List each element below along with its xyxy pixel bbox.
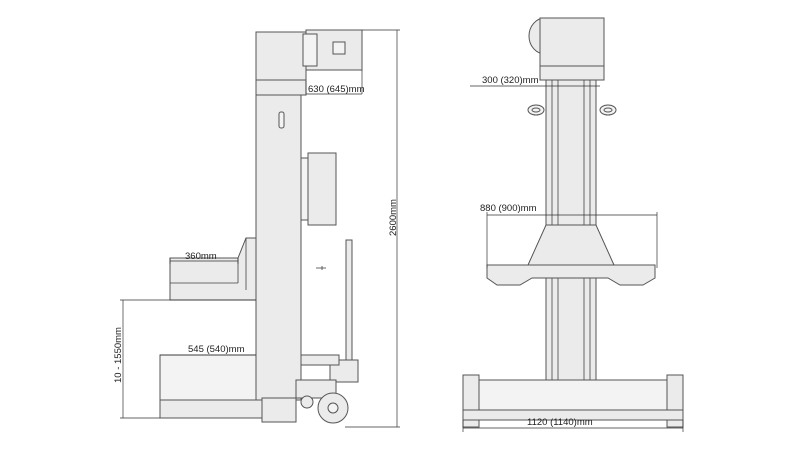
total-height-label: 2600mm bbox=[388, 199, 399, 236]
top-housing-side bbox=[255, 31, 307, 81]
motor-flange bbox=[302, 33, 318, 67]
handle-slot bbox=[278, 111, 285, 129]
small-wheel bbox=[300, 395, 314, 409]
wheel-housing bbox=[261, 397, 297, 423]
pump-body bbox=[295, 379, 337, 399]
motor-terminal-box bbox=[332, 41, 346, 55]
fork-arm bbox=[169, 237, 257, 301]
lift-range-label: 10 - 1550mm bbox=[113, 327, 124, 383]
pump-link bbox=[300, 354, 340, 366]
control-box-edge bbox=[300, 157, 309, 221]
carriage-width-label: 880 (900)mm bbox=[480, 203, 537, 214]
base-frame-front bbox=[462, 379, 684, 411]
housing-collar-front bbox=[539, 65, 605, 81]
front-view: 300 (320)mm 880 (900)mm 1120 (1140)mm bbox=[462, 17, 684, 432]
tiller-handle bbox=[345, 239, 353, 361]
base-width-label: 1120 (1140)mm bbox=[527, 417, 593, 428]
base-foot bbox=[159, 399, 271, 419]
fork-reach-label: 545 (540)mm bbox=[188, 344, 245, 355]
fork-front bbox=[486, 264, 656, 286]
column-body-side bbox=[255, 94, 302, 401]
base-frame-side bbox=[159, 354, 257, 401]
housing-collar bbox=[255, 79, 307, 96]
column-width-label: 300 (320)mm bbox=[482, 75, 539, 86]
control-box bbox=[307, 152, 337, 226]
side-view: 630 (645)mm 2600mm 360mm 10 - 1550mm 545… bbox=[113, 29, 400, 428]
carriage-front bbox=[527, 224, 615, 266]
platform-depth-label: 360mm bbox=[185, 251, 217, 262]
base-bottom-rail bbox=[462, 409, 684, 421]
top-housing-front bbox=[539, 17, 605, 67]
motor-width-label: 630 (645)mm bbox=[308, 84, 365, 95]
